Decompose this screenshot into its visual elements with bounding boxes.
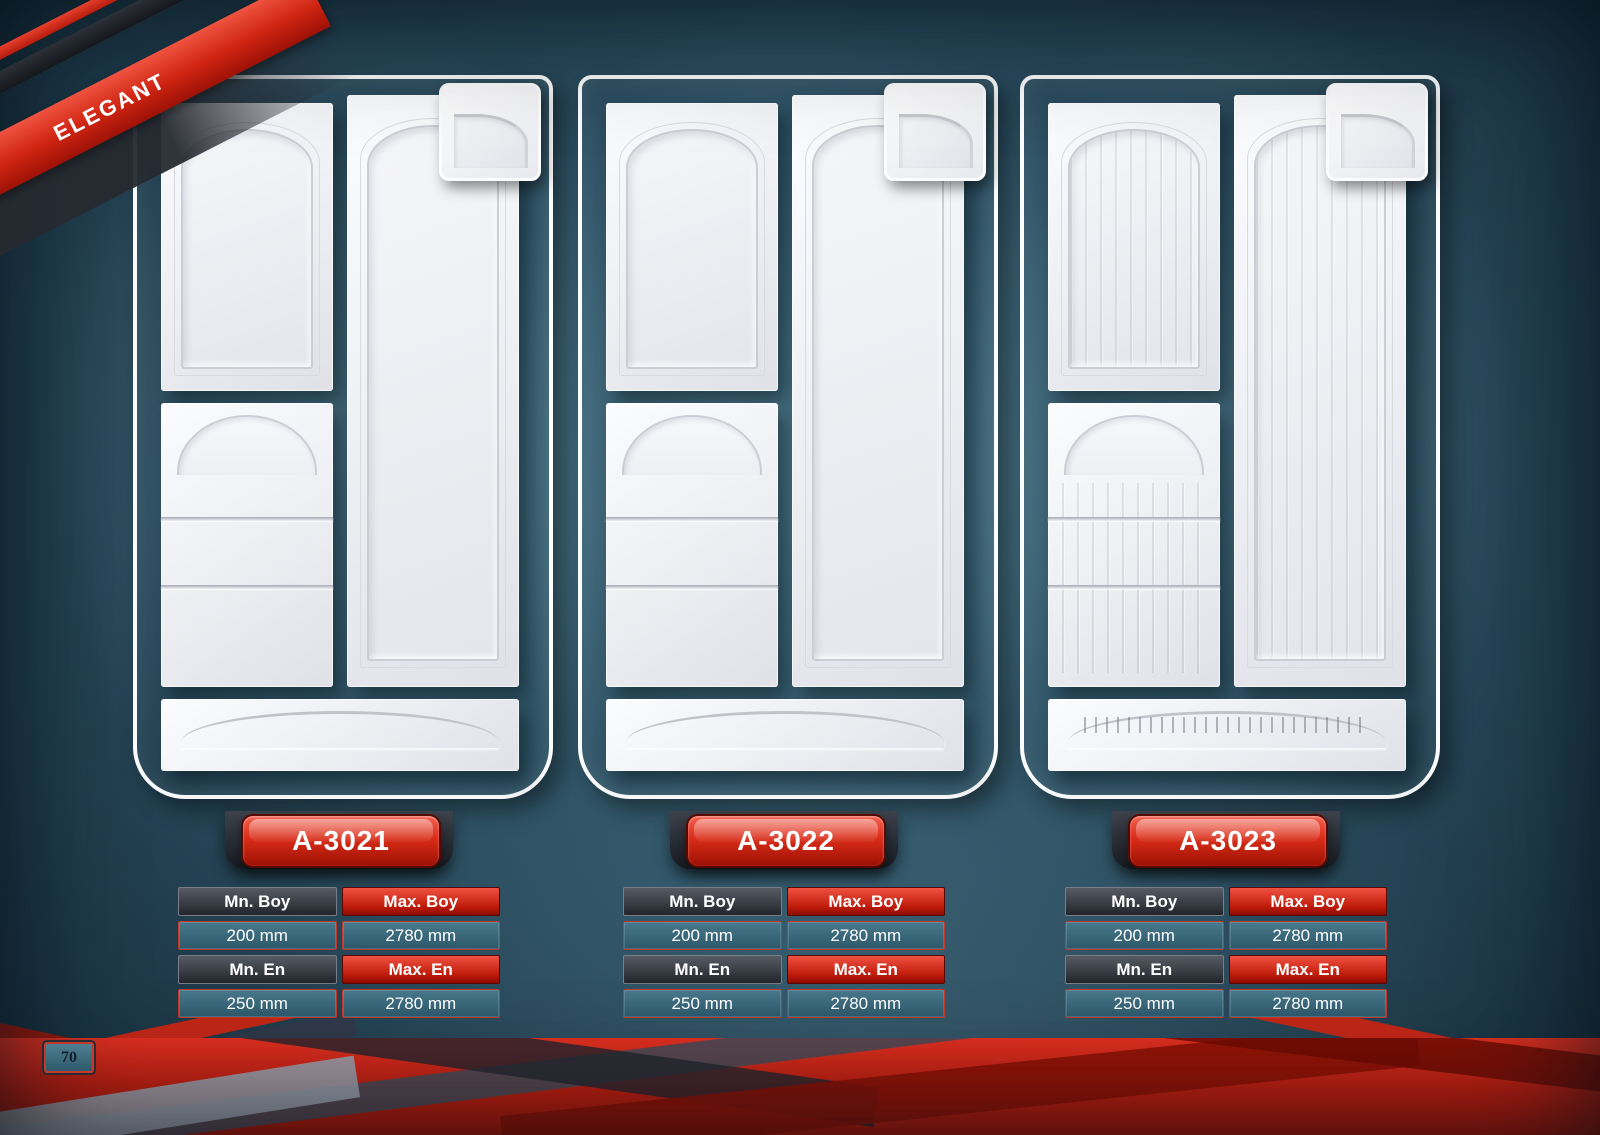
- elegant-ribbon: ELEGANT: [0, 0, 390, 280]
- drawer-arch-molding: [1064, 415, 1204, 475]
- spec-min-boy-value: 200 mm: [623, 921, 782, 950]
- bottom-drawer-front: [161, 699, 519, 771]
- drawer-curve-molding: [626, 711, 944, 748]
- drawer-curve-molding: [1068, 711, 1386, 748]
- page-number: 70: [61, 1048, 77, 1066]
- drawer-divider-line: [606, 585, 778, 589]
- spec-max-en-value: 2780 mm: [341, 989, 500, 1018]
- spec-table: Mn. Boy Max. Boy 200 mm 2780 mm Mn. En M…: [623, 887, 945, 1018]
- spec-max-en-label: Max. En: [786, 955, 945, 984]
- bottom-drawer-front: [1048, 699, 1406, 771]
- corner-molding-closeup: [899, 114, 973, 168]
- spec-max-en-value: 2780 mm: [786, 989, 945, 1018]
- product-card-a3021: [133, 75, 553, 799]
- drawer-divider-line: [1048, 517, 1220, 521]
- spec-min-en-value: 250 mm: [623, 989, 782, 1018]
- spec-table: Mn. Boy Max. Boy 200 mm 2780 mm Mn. En M…: [1065, 887, 1387, 1018]
- drawer-stack: [161, 403, 333, 687]
- cabinet-door-upper: [161, 103, 333, 391]
- drawer-arch-molding: [177, 415, 317, 475]
- drawer-divider-line: [161, 517, 333, 521]
- bottom-drawer-front: [606, 699, 964, 771]
- spec-max-boy-label: Max. Boy: [1228, 887, 1387, 916]
- spec-min-en-value: 250 mm: [1065, 989, 1224, 1018]
- spec-table: Mn. Boy Max. Boy 200 mm 2780 mm Mn. En M…: [178, 887, 500, 1018]
- drawer-stack: [606, 403, 778, 687]
- model-number: A-3023: [1179, 825, 1277, 856]
- spec-min-boy-label: Mn. Boy: [1065, 887, 1224, 916]
- door-panel-molding: [1061, 122, 1207, 376]
- cabinet-door-tall: [792, 95, 964, 687]
- spec-max-boy-value: 2780 mm: [341, 921, 500, 950]
- spec-max-boy-label: Max. Boy: [341, 887, 500, 916]
- drawer-divider-line: [606, 517, 778, 521]
- model-number: A-3022: [737, 825, 835, 856]
- spec-min-boy-label: Mn. Boy: [623, 887, 782, 916]
- door-panel-molding: [174, 122, 320, 376]
- corner-detail-swatch: [1326, 83, 1428, 181]
- cabinet-door-tall: [1234, 95, 1406, 687]
- spec-min-en-label: Mn. En: [623, 955, 782, 984]
- model-badge: A-3023: [1128, 814, 1328, 868]
- spec-max-boy-value: 2780 mm: [1228, 921, 1387, 950]
- spec-max-en-value: 2780 mm: [1228, 989, 1387, 1018]
- door-panel-molding: [619, 122, 765, 376]
- spec-min-en-label: Mn. En: [178, 955, 337, 984]
- product-card-a3022: [578, 75, 998, 799]
- corner-detail-swatch: [439, 83, 541, 181]
- spec-min-boy-label: Mn. Boy: [178, 887, 337, 916]
- door-panel-molding: [1247, 118, 1393, 668]
- spec-max-en-label: Max. En: [341, 955, 500, 984]
- spec-max-boy-value: 2780 mm: [786, 921, 945, 950]
- door-panel-molding: [805, 118, 951, 668]
- drawer-divider-line: [1048, 585, 1220, 589]
- spec-min-boy-value: 200 mm: [1065, 921, 1224, 950]
- model-badge: A-3022: [686, 814, 886, 868]
- spec-max-en-label: Max. En: [1228, 955, 1387, 984]
- corner-molding-closeup: [454, 114, 528, 168]
- model-number: A-3021: [292, 825, 390, 856]
- spec-min-boy-value: 200 mm: [178, 921, 337, 950]
- corner-detail-swatch: [884, 83, 986, 181]
- cabinet-door-upper: [1048, 103, 1220, 391]
- model-badge: A-3021: [241, 814, 441, 868]
- product-card-a3023: [1020, 75, 1440, 799]
- cabinet-door-tall: [347, 95, 519, 687]
- footer-band: [0, 1038, 1600, 1135]
- spec-max-boy-label: Max. Boy: [786, 887, 945, 916]
- drawer-arch-molding: [622, 415, 762, 475]
- drawer-stack: [1048, 403, 1220, 687]
- cabinet-door-upper: [606, 103, 778, 391]
- spec-min-en-label: Mn. En: [1065, 955, 1224, 984]
- spec-min-en-value: 250 mm: [178, 989, 337, 1018]
- drawer-tick-grooves: [1084, 717, 1370, 733]
- drawer-divider-line: [161, 585, 333, 589]
- page-number-badge: 70: [44, 1042, 94, 1073]
- corner-molding-closeup: [1341, 114, 1415, 168]
- drawer-grooves: [1062, 483, 1206, 673]
- drawer-curve-molding: [181, 711, 499, 748]
